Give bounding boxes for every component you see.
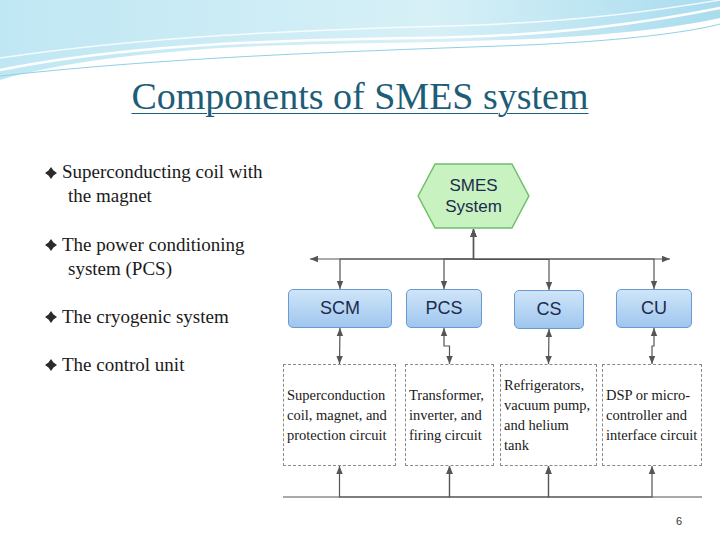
bullet-text: Superconducting coil with the magnet (62, 160, 283, 208)
header-wave (0, 0, 720, 80)
node-text: DSP or micro-controller and interface ci… (606, 385, 698, 445)
connector-arrow (450, 466, 549, 497)
hexagon-outline (417, 163, 530, 229)
connector-arrow (549, 466, 653, 497)
header-curve (0, 24, 720, 76)
bus-line (310, 258, 670, 259)
node-text: CU (641, 298, 667, 319)
detail-box: Superconduction coil, magnet, and protec… (283, 364, 396, 466)
header-curve (0, 8, 720, 70)
bus-line (283, 496, 702, 497)
node-text: SCM (320, 298, 360, 319)
connector-arrow (340, 229, 474, 289)
detail-box: Transformer, inverter, and firing circui… (405, 364, 494, 466)
connector-arrow (340, 466, 450, 497)
hexagon-shape (418, 164, 529, 228)
detail-box: DSP or micro-controller and interface ci… (602, 364, 702, 466)
connector-arrow (548, 329, 550, 364)
bullet-text: The power conditioning system (PCS) (62, 233, 283, 281)
node-text: CS (536, 299, 561, 320)
connector-arrow (652, 328, 654, 364)
node-text: Refrigerators, vacuum pump, and helium t… (504, 375, 593, 455)
component-box: CS (514, 290, 584, 329)
detail-box: Refrigerators, vacuum pump, and helium t… (500, 364, 597, 466)
connector-arrow (339, 328, 341, 364)
node-text: Transformer, inverter, and firing circui… (409, 385, 490, 445)
node-text: Superconduction coil, magnet, and protec… (287, 385, 392, 445)
connector-arrow (474, 229, 655, 289)
component-box: CU (616, 289, 692, 328)
node-text: PCS (425, 298, 462, 319)
slide-title: Components of SMES system (0, 74, 720, 118)
connector-arrow (444, 229, 474, 289)
system-hexagon: SMES System (417, 163, 530, 229)
node-text: SMES System (436, 175, 512, 217)
connector-arrow (474, 229, 550, 290)
bullet-text: The cryogenic system (62, 305, 283, 329)
page-number: 6 (676, 515, 696, 527)
connector-arrow (444, 328, 450, 364)
bullet-symbol (45, 167, 57, 371)
component-box: SCM (288, 289, 392, 328)
bullet-text: The control unit (62, 353, 283, 377)
component-box: PCS (406, 289, 482, 328)
header-curve (0, 0, 720, 58)
